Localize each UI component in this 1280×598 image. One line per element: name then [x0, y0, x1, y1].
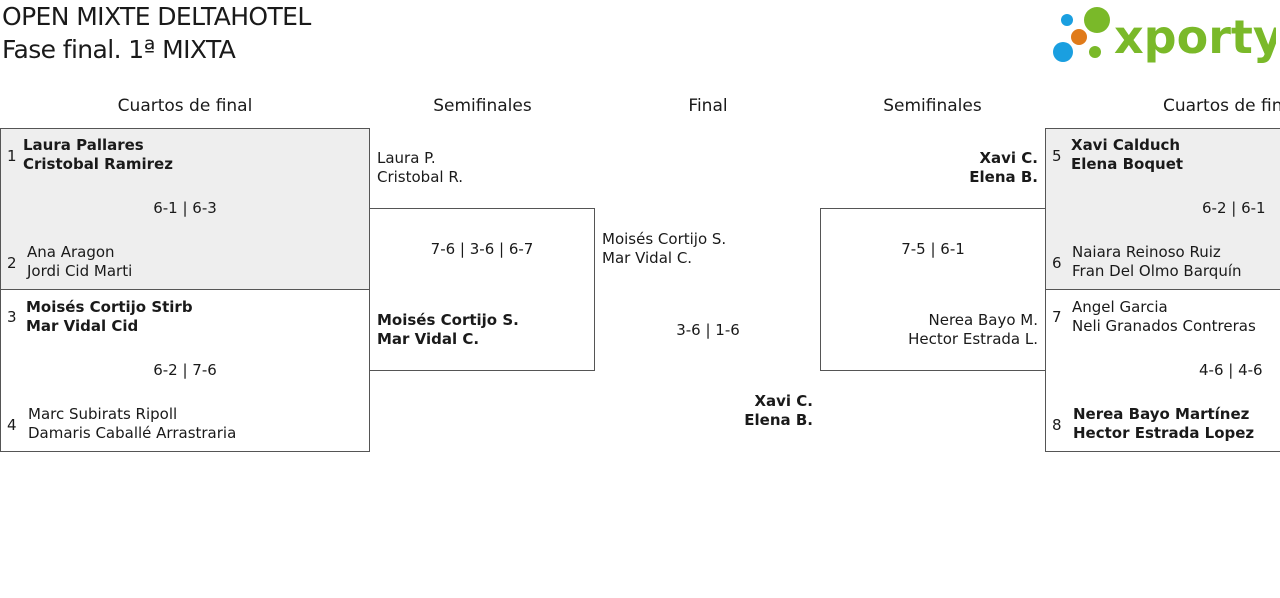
seed-number: 4 [7, 416, 17, 434]
seed-number: 7 [1052, 308, 1062, 326]
team-entry[interactable]: Laura Pallares Cristobal Ramirez [23, 136, 173, 174]
xporty-logo-icon: xporty [1053, 7, 1280, 64]
match-score: 6-1 | 6-3 [153, 199, 217, 217]
player-name: Elena Boquet [1071, 155, 1184, 173]
team-entry[interactable]: Marc Subirats Ripoll Damaris Caballé Arr… [28, 405, 236, 443]
player-name: Hector Estrada L. [908, 330, 1038, 348]
seed-number: 3 [7, 308, 17, 326]
seed-number: 5 [1052, 147, 1062, 165]
xporty-logo[interactable]: xporty [1050, 4, 1280, 68]
team-entry[interactable]: Laura P. Cristobal R. [377, 149, 463, 187]
player-name: Mar Vidal C. [602, 249, 693, 267]
seed-number: 1 [7, 147, 17, 165]
player-name: Neli Granados Contreras [1072, 317, 1256, 335]
player-name: Cristobal Ramirez [23, 155, 173, 173]
player-name: Xavi C. [979, 149, 1038, 167]
quarterfinal-match-3[interactable] [1045, 128, 1280, 290]
player-name: Jordi Cid Marti [27, 262, 133, 280]
player-name: Marc Subirats Ripoll [28, 405, 178, 423]
match-score: 4-6 | 4-6 [1199, 361, 1263, 379]
logo-text: xporty [1114, 10, 1276, 64]
player-name: Laura P. [377, 149, 436, 167]
team-entry[interactable]: Xavi Calduch Elena Boquet [1071, 136, 1183, 174]
player-name: Nerea Bayo Martínez [1073, 405, 1250, 423]
player-name: Moisés Cortijo Stirb [26, 298, 193, 316]
player-name: Damaris Caballé Arrastraria [28, 424, 237, 442]
player-name: Xavi Calduch [1071, 136, 1181, 154]
round-header-final: Final [688, 96, 728, 116]
tournament-title: OPEN MIXTE DELTAHOTEL [2, 2, 311, 31]
player-name: Naiara Reinoso Ruiz [1072, 243, 1221, 261]
team-entry[interactable]: Moisés Cortijo S. Mar Vidal C. [602, 230, 726, 268]
match-score: 7-6 | 3-6 | 6-7 [430, 240, 534, 258]
round-header-right-semifinals: Semifinales [883, 96, 982, 116]
semifinal-match-left[interactable] [369, 208, 595, 371]
player-name: Angel Garcia [1072, 298, 1168, 316]
match-score: 7-5 | 6-1 [901, 240, 965, 258]
player-name: Fran Del Olmo Barquín [1072, 262, 1242, 280]
player-name: Elena B. [969, 168, 1038, 186]
quarterfinal-match-1[interactable] [0, 128, 370, 290]
player-name: Laura Pallares [23, 136, 144, 154]
round-header-left-semifinals: Semifinales [433, 96, 532, 116]
team-entry[interactable]: Angel Garcia Neli Granados Contreras [1072, 298, 1256, 336]
team-entry[interactable]: Nerea Bayo Martínez Hector Estrada Lopez [1073, 405, 1254, 443]
match-score: 6-2 | 7-6 [153, 361, 217, 379]
round-header-left-quarterfinals: Cuartos de final [117, 96, 253, 116]
category-subtitle: Fase final. 1ª MIXTA [2, 35, 236, 64]
team-entry[interactable]: Xavi C. Elena B. [880, 149, 1038, 187]
seed-number: 8 [1052, 416, 1062, 434]
player-name: Elena B. [744, 411, 813, 429]
player-name: Moisés Cortijo S. [602, 230, 727, 248]
team-entry[interactable]: Naiara Reinoso Ruiz Fran Del Olmo Barquí… [1072, 243, 1242, 281]
team-entry[interactable]: Ana Aragon Jordi Cid Marti [27, 243, 132, 281]
player-name: Hector Estrada Lopez [1073, 424, 1255, 442]
player-name: Moisés Cortijo S. [377, 311, 519, 329]
final-score: 3-6 | 1-6 [676, 321, 740, 339]
match-score: 6-2 | 6-1 [1202, 199, 1266, 217]
player-name: Mar Vidal Cid [26, 317, 139, 335]
team-entry[interactable]: Moisés Cortijo S. Mar Vidal C. [377, 311, 519, 349]
team-entry[interactable]: Nerea Bayo M. Hector Estrada L. [880, 311, 1038, 349]
champion-team-entry[interactable]: Xavi C. Elena B. [700, 392, 813, 430]
player-name: Xavi C. [754, 392, 813, 410]
team-entry[interactable]: Moisés Cortijo Stirb Mar Vidal Cid [26, 298, 193, 336]
player-name: Mar Vidal C. [377, 330, 480, 348]
round-header-right-quarterfinals: Cuartos de final [1163, 96, 1280, 116]
seed-number: 6 [1052, 254, 1062, 272]
player-name: Ana Aragon [27, 243, 115, 261]
quarterfinal-match-4[interactable] [1045, 289, 1280, 452]
seed-number: 2 [7, 254, 17, 272]
player-name: Nerea Bayo M. [928, 311, 1039, 329]
player-name: Cristobal R. [377, 168, 463, 186]
